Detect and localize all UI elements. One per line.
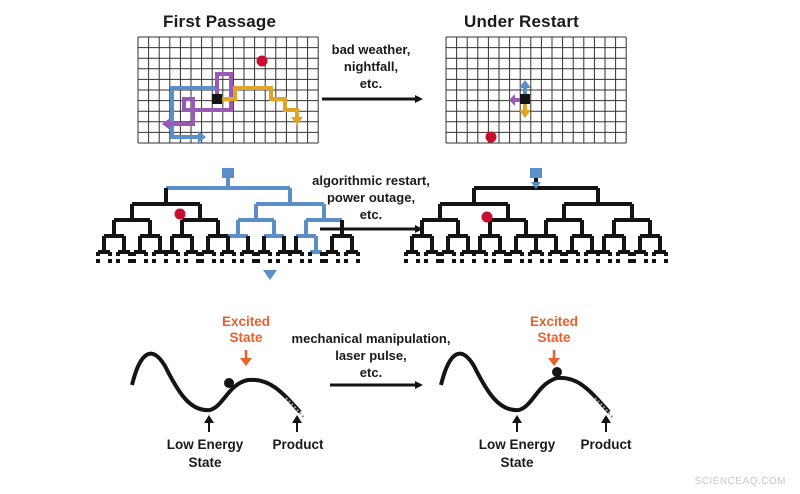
tree-root-left: [222, 168, 234, 178]
caption-row1-line1: bad weather,: [331, 42, 411, 57]
particle-left: [224, 378, 234, 388]
tree-target-right: [481, 211, 493, 223]
energy-landscape-left: [130, 351, 305, 419]
low-energy-line2: State: [188, 455, 222, 470]
excited-line2: State: [537, 330, 571, 345]
walk-path-orange: [217, 86, 299, 118]
restart-stubs: [509, 80, 531, 118]
caption-row2: algorithmic restart, power outage, etc.: [300, 172, 442, 223]
caption-row1-line3: etc.: [359, 76, 383, 91]
excited-arrow-right: [548, 350, 560, 366]
grid-under-restart: [445, 36, 627, 144]
low-energy-label-right: Low Energy State: [472, 436, 562, 472]
grid-first-passage: [137, 36, 319, 144]
particle-right: [552, 367, 562, 377]
excited-state-label-left: Excited State: [214, 314, 278, 346]
caption-row3-line1: mechanical manipulation,: [291, 331, 451, 346]
caption-row2-line3: etc.: [359, 207, 383, 222]
walk-arrowhead-orange: [291, 117, 303, 125]
low-energy-line2: State: [500, 455, 534, 470]
low-energy-line1: Low Energy: [478, 437, 556, 452]
energy-landscape-right: [439, 351, 614, 419]
walk-arrowhead-blue: [198, 131, 206, 143]
heading-under-restart: Under Restart: [464, 12, 580, 31]
start-point-right: [520, 94, 530, 104]
excited-line2: State: [229, 330, 263, 345]
low-energy-line1: Low Energy: [166, 437, 244, 452]
start-point-left: [212, 94, 222, 104]
product-arrow-right: [601, 415, 611, 432]
walk-arrowhead-purple: [162, 118, 170, 130]
tree-search-arrowhead: [263, 270, 277, 280]
target-dot-left: [256, 55, 268, 67]
caption-row1: bad weather, nightfall, etc.: [318, 41, 424, 92]
walk-path-purple: [168, 72, 233, 126]
caption-row1-line2: nightfall,: [343, 59, 399, 74]
caption-row2-line2: power outage,: [326, 190, 416, 205]
tree-root-right: [530, 168, 542, 178]
caption-row3-line3: etc.: [359, 365, 383, 380]
product-text: Product: [272, 437, 324, 452]
caption-row2-line1: algorithmic restart,: [312, 173, 430, 188]
low-energy-label-left: Low Energy State: [160, 436, 250, 472]
excited-state-label-right: Excited State: [522, 314, 586, 346]
target-dot-right: [485, 131, 497, 143]
search-tree-first-passage: [96, 168, 360, 280]
product-label-right: Product: [570, 436, 642, 454]
excited-arrow-left: [240, 350, 252, 366]
product-text: Product: [580, 437, 632, 452]
excited-line1: Excited: [529, 314, 579, 329]
heading-first-passage: First Passage: [163, 12, 277, 31]
caption-row3: mechanical manipulation, laser pulse, et…: [278, 330, 464, 381]
caption-row3-line2: laser pulse,: [335, 348, 407, 363]
search-tree-under-restart: [404, 168, 668, 266]
watermark: SCIENCEAQ.COM: [694, 476, 786, 487]
excited-line1: Excited: [221, 314, 271, 329]
product-arrow-left: [292, 415, 302, 432]
product-label-left: Product: [262, 436, 334, 454]
low-energy-arrow-left: [204, 415, 214, 432]
low-energy-arrow-right: [512, 415, 522, 432]
tree-target-left: [174, 208, 186, 220]
